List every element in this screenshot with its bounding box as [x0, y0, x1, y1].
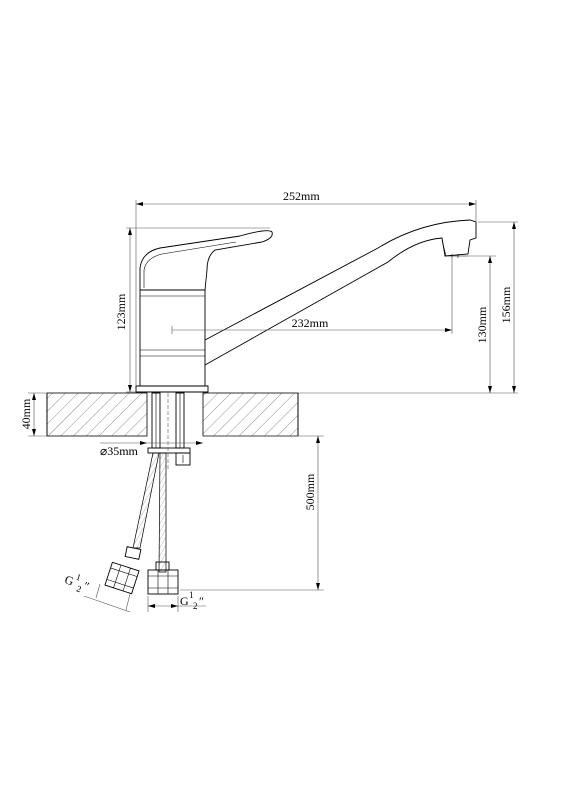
dim-label-counter-thickness: 40mm	[19, 398, 33, 429]
thread-right-mark: ″	[199, 594, 204, 608]
dim-label-total-height: 156mm	[499, 286, 513, 323]
thread-right-main: G	[180, 594, 189, 608]
thread-left-sup: 1	[75, 572, 82, 583]
dim-label-total-length: 252mm	[283, 189, 320, 203]
faucet-body	[135, 230, 273, 393]
dim-label-handle-height: 123mm	[114, 293, 128, 330]
thread-label-right: G 1 2 ″	[180, 590, 204, 611]
right-hose-nut	[147, 569, 179, 595]
dim-label-spout-reach: 232mm	[292, 316, 329, 330]
flex-hoses	[104, 452, 179, 595]
faucet-spout	[204, 219, 477, 366]
dim-label-hose-length: 500mm	[303, 473, 317, 510]
thread-left-mark: ″	[82, 579, 91, 594]
thread-left-sub: 2	[75, 583, 82, 594]
dimension-lines	[28, 200, 518, 613]
mounting-assembly	[147, 392, 191, 470]
thread-right-sub: 2	[193, 601, 198, 611]
thread-left-main: G	[63, 572, 76, 588]
thread-right-sup: 1	[189, 590, 194, 600]
dim-label-outlet-height: 130mm	[475, 306, 489, 343]
left-hose-nut	[104, 561, 140, 595]
dim-label-mount-diameter: ⌀35mm	[100, 444, 139, 458]
thread-label-left: G 1 2 ″	[63, 572, 91, 595]
countertop	[46, 392, 299, 437]
